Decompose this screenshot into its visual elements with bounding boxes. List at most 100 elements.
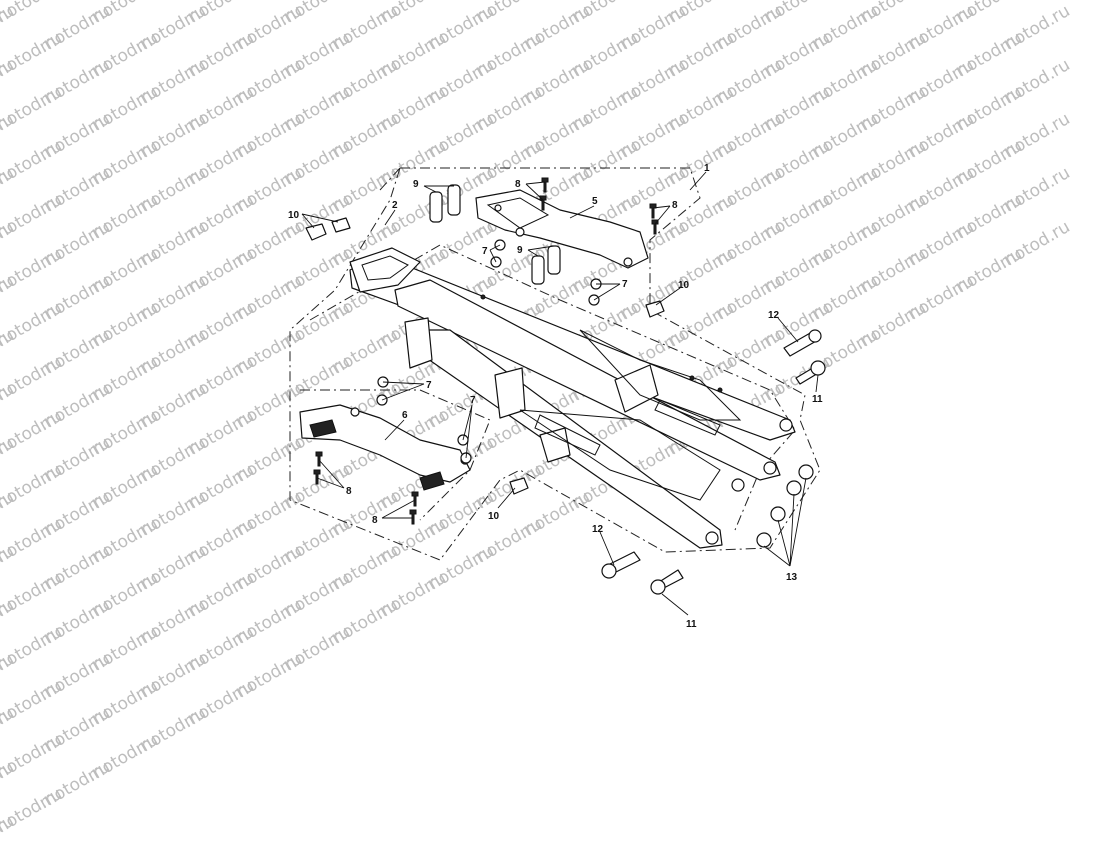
leader-8b	[652, 205, 671, 225]
screw-7	[411, 491, 419, 507]
rail-end-eye-4	[705, 531, 719, 545]
rail-end-eye-2	[763, 461, 777, 475]
bolt-12-upper-head	[808, 329, 822, 343]
subframe-right-rail	[394, 279, 781, 481]
callout-13: 13	[786, 572, 798, 583]
rear-subframe	[349, 247, 796, 549]
leader-11b	[661, 593, 689, 616]
assembly-outline-lower	[300, 389, 491, 521]
callout-6: 6	[402, 410, 408, 421]
leader-lines	[301, 171, 819, 616]
leader-12a	[777, 317, 799, 343]
screw-2	[539, 195, 547, 211]
screw-8	[409, 509, 417, 525]
nut-13-2	[786, 480, 802, 496]
callout-10a: 10	[288, 210, 300, 221]
leader-11a	[815, 374, 819, 393]
nut-13-1	[798, 464, 814, 480]
callout-8a: 8	[515, 179, 521, 190]
leader-5	[569, 205, 595, 219]
upper-bracket-flange	[486, 197, 550, 229]
exploded-parts-diagram: 1 2 5 6 7 7 7 7 8 8 8 8 9 9 10 10 10 11 …	[288, 163, 826, 630]
callout-11a: 11	[812, 394, 823, 405]
upper-seat-bracket	[475, 189, 649, 269]
rail-hole-3	[717, 387, 723, 393]
callout-7a: 7	[482, 246, 488, 257]
callout-12b: 12	[592, 524, 604, 535]
callout-2: 2	[392, 200, 398, 211]
callout-10b: 10	[678, 280, 690, 291]
bolt-11-lower-head	[650, 579, 666, 595]
leader-6	[384, 419, 405, 441]
leader-10c	[497, 487, 516, 509]
screw-6	[313, 469, 321, 485]
bolt-11-upper-head	[810, 360, 826, 376]
callout-8b: 8	[672, 200, 678, 211]
leader-12b	[599, 531, 615, 566]
assembly-outline-group	[289, 167, 821, 561]
lower-bracket-body	[299, 404, 471, 483]
rail-hole-2	[689, 375, 695, 381]
assembly-outline-2	[379, 167, 401, 191]
screw-1	[541, 177, 549, 193]
lower-seat-bracket	[299, 404, 471, 491]
leader-7a	[489, 244, 501, 263]
screw-4	[651, 219, 659, 235]
callout-1: 1	[704, 163, 710, 174]
leader-10a	[301, 213, 339, 229]
callout-8c: 8	[346, 486, 352, 497]
subframe-gusset	[519, 409, 721, 501]
callout-5: 5	[592, 196, 598, 207]
leader-8c	[316, 459, 345, 489]
subframe-lightening-hole-1	[534, 414, 601, 456]
screw-3	[649, 203, 657, 219]
rail-end-eye-1	[779, 418, 793, 432]
callout-10c: 10	[488, 511, 500, 522]
lower-bracket-pad-right	[419, 471, 445, 491]
leader-8d	[381, 499, 416, 519]
leader-7b	[593, 283, 621, 301]
screw-5	[315, 451, 323, 467]
subframe-cross-bracket	[614, 364, 659, 413]
lower-bracket-pad-left	[309, 419, 337, 438]
leader-9b	[527, 245, 555, 257]
callout-9a: 9	[413, 179, 419, 190]
leader-7c	[381, 381, 425, 401]
rail-hole-1	[480, 294, 486, 300]
leader-8a	[525, 181, 546, 201]
nut-13-3	[770, 506, 786, 522]
spacer-plate-3	[531, 255, 545, 285]
subframe-front-plate	[361, 255, 409, 281]
leader-10b	[655, 287, 681, 306]
spacer-plate-1	[429, 191, 443, 223]
leader-7d	[462, 404, 473, 459]
upper-bracket-boss-1	[515, 227, 525, 237]
callout-8d: 8	[372, 515, 378, 526]
subframe-gusset-2	[579, 329, 742, 421]
clip-nut-2	[331, 217, 351, 233]
upper-bracket-boss-2	[623, 257, 633, 267]
leader-9a	[423, 185, 454, 193]
callout-7c: 7	[426, 380, 432, 391]
spacer-plate-4	[547, 245, 561, 275]
spacer-plates	[429, 184, 561, 285]
subframe-left-bracket	[404, 317, 433, 369]
leader-13	[763, 477, 807, 567]
callout-11b: 11	[686, 619, 697, 630]
clip-nut-3	[645, 300, 665, 318]
clip-nut-4	[509, 477, 529, 495]
leader-1	[689, 171, 707, 191]
callout-7b: 7	[622, 279, 628, 290]
clip-nuts	[305, 217, 665, 495]
nut-13-4	[756, 532, 772, 548]
assembly-outline-1	[289, 167, 821, 561]
callout-9b: 9	[517, 245, 523, 256]
spacer-plate-2	[447, 184, 461, 216]
rail-end-eye-3	[731, 478, 745, 492]
callout-7d: 7	[470, 395, 476, 406]
leader-2	[384, 209, 396, 226]
upper-bracket-boss-3	[494, 204, 502, 212]
subframe-front-crossmember	[349, 247, 421, 293]
subframe-lightening-hole-2	[654, 399, 721, 436]
clip-nut-1	[305, 223, 327, 241]
